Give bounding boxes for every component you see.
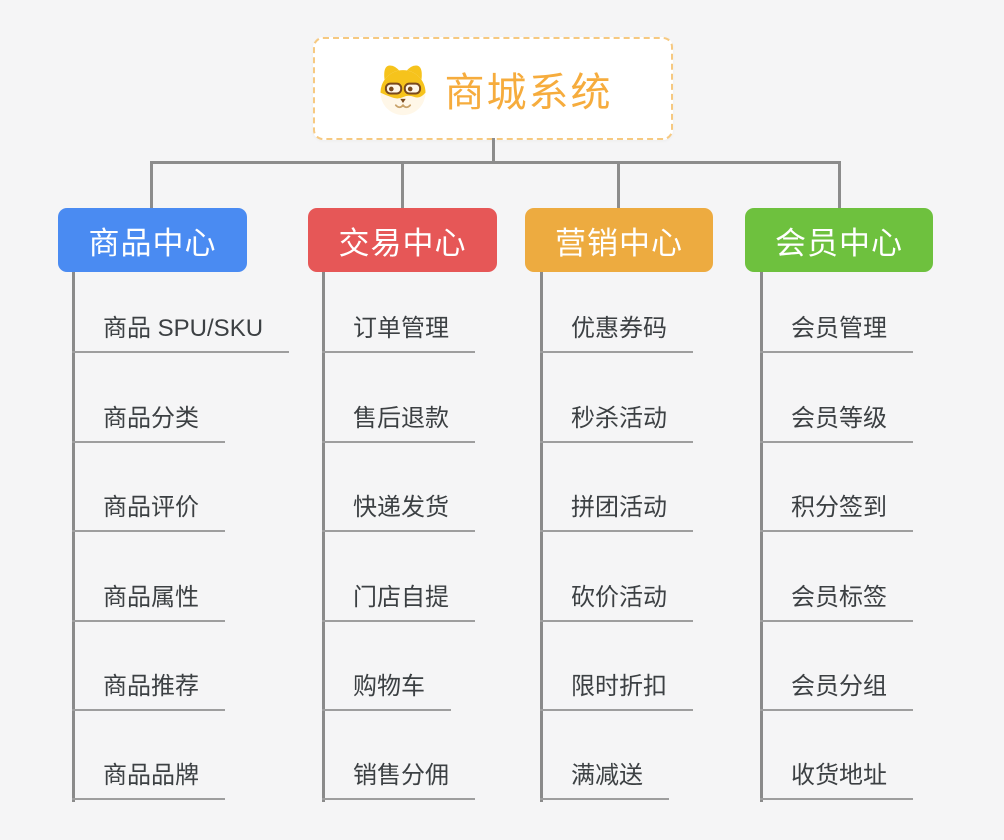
topic-node[interactable]: 会员等级 xyxy=(760,397,913,443)
topic-node[interactable]: 门店自提 xyxy=(322,576,475,622)
connector-drop xyxy=(617,161,620,208)
connector-drop xyxy=(838,161,841,208)
topic-node[interactable]: 快递发货 xyxy=(322,486,475,532)
connector-trunk xyxy=(72,272,75,802)
topic-node[interactable]: 秒杀活动 xyxy=(540,397,693,443)
topic-node[interactable]: 满减送 xyxy=(540,754,669,800)
branch-node-marketing[interactable]: 营销中心 xyxy=(525,208,713,272)
topic-node[interactable]: 积分签到 xyxy=(760,486,913,532)
topic-node[interactable]: 会员分组 xyxy=(760,665,913,711)
branch-node-member[interactable]: 会员中心 xyxy=(745,208,933,272)
topic-node[interactable]: 商品属性 xyxy=(72,576,225,622)
connector-drop xyxy=(150,161,153,208)
topic-node[interactable]: 售后退款 xyxy=(322,397,475,443)
connector-drop xyxy=(401,161,404,208)
topic-node[interactable]: 商品品牌 xyxy=(72,754,225,800)
branch-node-trade[interactable]: 交易中心 xyxy=(308,208,497,272)
connector-trunk xyxy=(322,272,325,802)
topic-node[interactable]: 拼团活动 xyxy=(540,486,693,532)
topic-node[interactable]: 商品推荐 xyxy=(72,665,225,711)
topic-node[interactable]: 商品评价 xyxy=(72,486,225,532)
connector-trunk xyxy=(540,272,543,802)
topic-node[interactable]: 优惠券码 xyxy=(540,307,693,353)
connector-trunk xyxy=(760,272,763,802)
topic-node[interactable]: 砍价活动 xyxy=(540,576,693,622)
topic-node[interactable]: 订单管理 xyxy=(322,307,475,353)
topic-node[interactable]: 商品 SPU/SKU xyxy=(72,307,290,353)
topic-node[interactable]: 销售分佣 xyxy=(322,754,475,800)
root-title: 商城系统 xyxy=(444,70,613,115)
connector-bus xyxy=(150,161,841,164)
connector-root-drop xyxy=(492,138,495,164)
root-node[interactable]: 商城系统 xyxy=(313,37,673,140)
topic-node[interactable]: 购物车 xyxy=(322,665,451,711)
dog-icon xyxy=(374,62,432,116)
topic-node[interactable]: 收货地址 xyxy=(760,754,913,800)
branch-node-product[interactable]: 商品中心 xyxy=(58,208,247,272)
topic-node[interactable]: 会员管理 xyxy=(760,307,913,353)
topic-node[interactable]: 限时折扣 xyxy=(540,665,693,711)
topic-node[interactable]: 商品分类 xyxy=(72,397,225,443)
topic-node[interactable]: 会员标签 xyxy=(760,576,913,622)
